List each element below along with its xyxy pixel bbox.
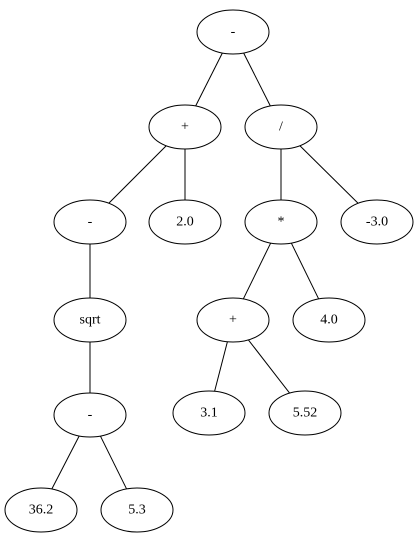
tree-nodes: - + / - 2.0 * -3.0 sqrt +4.0 - 3.1 5.52 36.2 5.3 — [4, 9, 414, 533]
node-ellipse — [53, 297, 127, 343]
node-label: 36.2 — [29, 503, 54, 518]
node-ellipse — [268, 390, 342, 436]
node-label: 5.3 — [128, 503, 146, 518]
tree-edge — [299, 145, 359, 204]
node-ellipse — [148, 199, 222, 245]
node-ellipse — [244, 199, 318, 245]
tree-edge — [214, 341, 228, 392]
tree-edge — [99, 435, 128, 490]
tree-node: * — [244, 199, 318, 245]
tree-node: 4.0 — [292, 297, 366, 343]
tree-node: sqrt — [53, 297, 127, 343]
tree-node: - — [196, 9, 270, 55]
node-ellipse — [148, 104, 222, 150]
node-ellipse — [4, 487, 78, 533]
node-ellipse — [172, 390, 246, 436]
node-ellipse — [340, 199, 414, 245]
tree-node: / — [244, 104, 318, 150]
tree-node: 3.1 — [172, 390, 246, 436]
node-ellipse — [53, 199, 127, 245]
tree-edge — [243, 52, 271, 107]
tree-edges — [51, 52, 359, 490]
node-label: 4.0 — [320, 313, 338, 328]
node-label: 3.1 — [200, 406, 218, 421]
node-label: + — [181, 120, 189, 135]
node-label: / — [279, 120, 283, 135]
tree-node: 5.52 — [268, 390, 342, 436]
tree-node: -3.0 — [340, 199, 414, 245]
node-ellipse — [53, 392, 127, 438]
node-label: sqrt — [80, 313, 101, 328]
tree-edge — [290, 242, 320, 300]
node-label: * — [278, 215, 285, 230]
node-label: 5.52 — [293, 406, 318, 421]
tree-edge — [51, 435, 80, 490]
tree-node: - — [53, 392, 127, 438]
tree-node: - — [53, 199, 127, 245]
node-label: - — [88, 215, 93, 230]
node-ellipse — [196, 297, 270, 343]
tree-node: + — [148, 104, 222, 150]
tree-edge — [195, 52, 223, 107]
node-label: 2.0 — [176, 215, 194, 230]
node-label: - — [88, 408, 93, 423]
node-ellipse — [292, 297, 366, 343]
node-label: - — [231, 25, 236, 40]
node-ellipse — [244, 104, 318, 150]
tree-edge — [108, 145, 167, 204]
node-ellipse — [100, 487, 174, 533]
tree-node: 2.0 — [148, 199, 222, 245]
tree-node: + — [196, 297, 270, 343]
tree-node: 5.3 — [100, 487, 174, 533]
node-label: -3.0 — [366, 215, 388, 230]
tree-edge — [242, 242, 272, 300]
tree-edge — [248, 339, 290, 394]
node-ellipse — [196, 9, 270, 55]
tree-node: 36.2 — [4, 487, 78, 533]
node-label: + — [229, 313, 237, 328]
